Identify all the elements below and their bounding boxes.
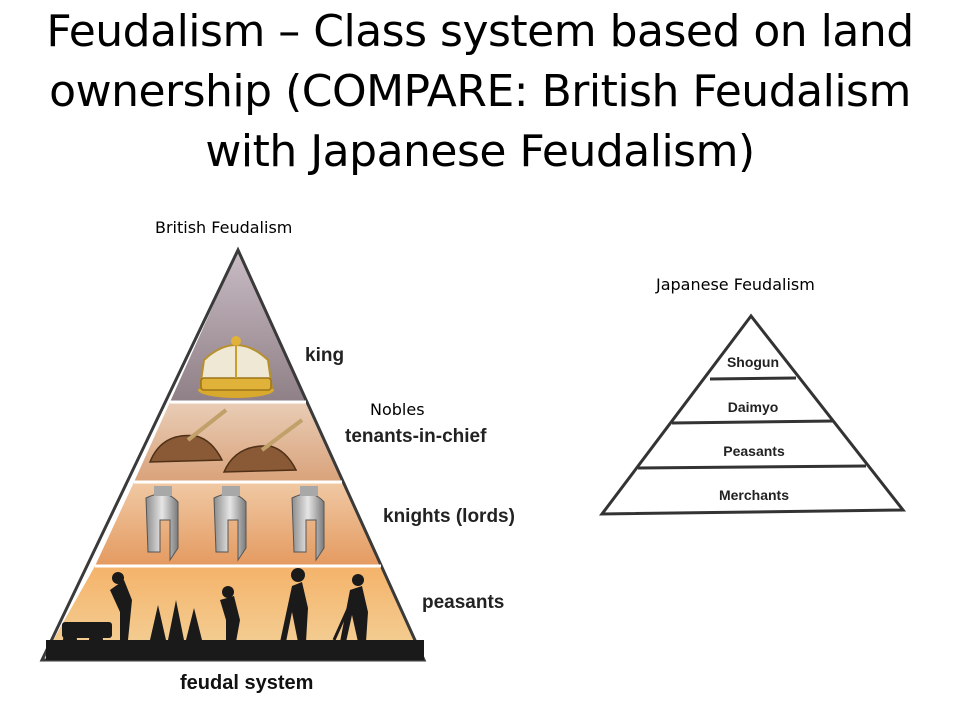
japanese-feudalism-caption: Japanese Feudalism (656, 275, 815, 294)
slide-title: Feudalism – Class system based on land o… (46, 6, 914, 177)
knight-helmet-icon (145, 486, 179, 562)
nobles-label: Nobles (370, 400, 425, 419)
japanese-pyramid-outline (598, 313, 907, 516)
jp-tier-daimyo: Daimyo (728, 399, 779, 415)
nobles-hat-icon (148, 408, 228, 463)
tier-label-tenants-in-chief: tenants-in-chief (345, 426, 487, 447)
crown-icon (198, 336, 274, 398)
tier-label-king: king (305, 345, 345, 366)
knight-helmet-icon (213, 486, 247, 562)
tier-label-peasants: peasants (422, 592, 505, 613)
jp-tier-merchants: Merchants (719, 487, 789, 503)
jp-tier-peasants: Peasants (723, 443, 785, 459)
peasants-silhouette-icon (46, 568, 424, 660)
british-feudalism-caption: British Feudalism (155, 218, 293, 237)
tier-label-knights: knights (lords) (383, 506, 515, 527)
feudal-system-label: feudal system (180, 672, 314, 694)
nobles-hat-icon (222, 418, 304, 473)
jp-tier-shogun: Shogun (727, 354, 779, 370)
knight-helmet-icon (291, 486, 325, 562)
